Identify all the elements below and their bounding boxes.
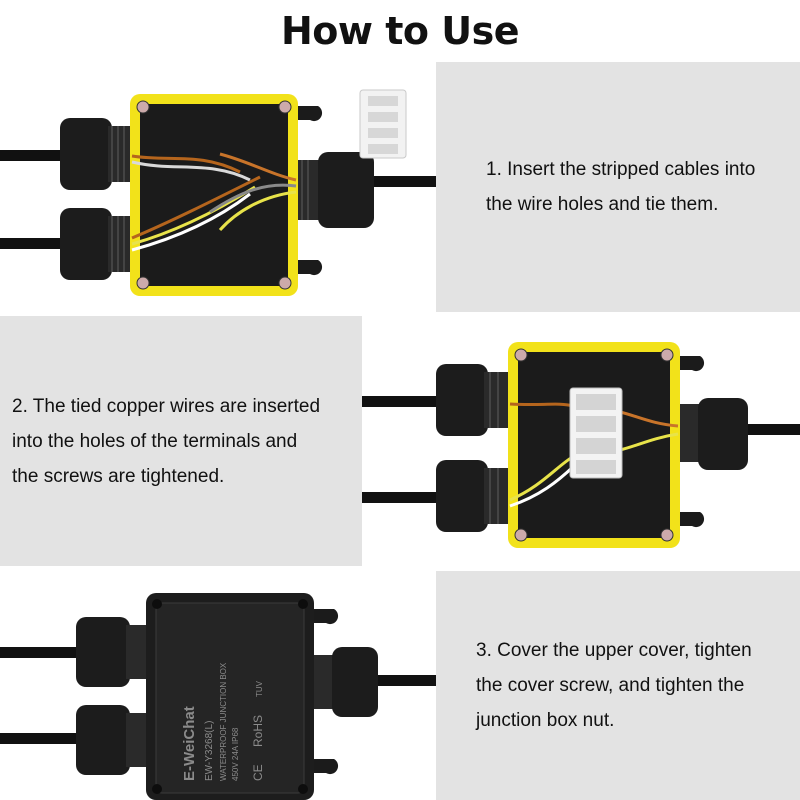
cable-gland-left-top [76, 617, 150, 687]
closed-junction-box-photo: E-WeiChat EW-Y3268(L) WATERPROOF JUNCTIO… [0, 593, 436, 800]
step-3-row: E-WeiChat EW-Y3268(L) WATERPROOF JUNCTIO… [0, 571, 800, 800]
step-2-line-2: into the holes of the terminals and [12, 430, 298, 452]
step-3-line-2: the cover screw, and tighten the [476, 675, 745, 696]
cover-mark-tuv: TUV [255, 680, 264, 697]
cover-mark-rohs: RoHS [251, 715, 265, 747]
cable-gland-right [678, 398, 748, 470]
step-2-textbox: 2. The tied copper wires are inserted in… [0, 316, 362, 566]
cable-left-top [0, 150, 70, 161]
page-title: How to Use [281, 9, 520, 53]
junction-box-cover [146, 593, 314, 800]
step-2-row: 2. The tied copper wires are inserted in… [0, 316, 800, 566]
cable-gland-left-top [60, 118, 132, 190]
cable-gland-right [312, 647, 378, 717]
step-3-line-3: junction box nut. [476, 710, 615, 731]
step-2-instruction: 2. The tied copper wires are inserted in… [0, 389, 362, 494]
cable-gland-left-bottom [60, 208, 132, 280]
step-3-instruction: 3. Cover the upper cover, tighten the co… [436, 633, 800, 738]
step-1-textbox: 1. Insert the stripped cables into the w… [436, 62, 800, 312]
cover-mark-ce: CE [251, 764, 265, 781]
cover-rating-1: WATERPROOF JUNCTION BOX [219, 662, 228, 781]
wired-junction-box-photo [362, 342, 800, 548]
junction-box-housing [130, 94, 298, 296]
step-3-textbox: 3. Cover the upper cover, tighten the co… [436, 571, 800, 800]
cover-model: EW-Y3268(L) [204, 721, 215, 781]
cable-gland-left-top [436, 364, 510, 436]
open-junction-box-photo [0, 89, 436, 296]
step-1-photo [0, 62, 436, 312]
step-3-line-1: 3. Cover the upper cover, tighten [476, 640, 752, 661]
cover-embossed-label: E-WeiChat EW-Y3268(L) WATERPROOF JUNCTIO… [181, 662, 265, 781]
step-1-line-1: 1. Insert the stripped cables into [486, 159, 756, 180]
cable-left-bottom [0, 238, 70, 249]
step-2-photo [362, 316, 800, 566]
connected-wires [509, 402, 679, 508]
cable-gland-left-bottom [76, 705, 150, 775]
cable-gland-right [296, 152, 374, 228]
cover-brand: E-WeiChat [181, 706, 198, 781]
step-1-line-2: the wire holes and tie them. [486, 194, 719, 215]
step-3-photo: E-WeiChat EW-Y3268(L) WATERPROOF JUNCTIO… [0, 571, 436, 800]
terminal-block [569, 387, 623, 479]
cover-rating-2: 450V 24A IP68 [231, 727, 240, 781]
step-2-line-3: the screws are tightened. [12, 465, 225, 487]
step-2-line-1: 2. The tied copper wires are inserted [12, 395, 321, 417]
stripped-wires [131, 152, 297, 252]
cable-right [370, 176, 436, 187]
step-1-row: 1. Insert the stripped cables into the w… [0, 62, 800, 312]
cable-gland-left-bottom [436, 460, 510, 532]
page-header: How to Use [0, 0, 800, 62]
step-1-instruction: 1. Insert the stripped cables into the w… [436, 152, 800, 222]
terminal-block [359, 89, 407, 159]
